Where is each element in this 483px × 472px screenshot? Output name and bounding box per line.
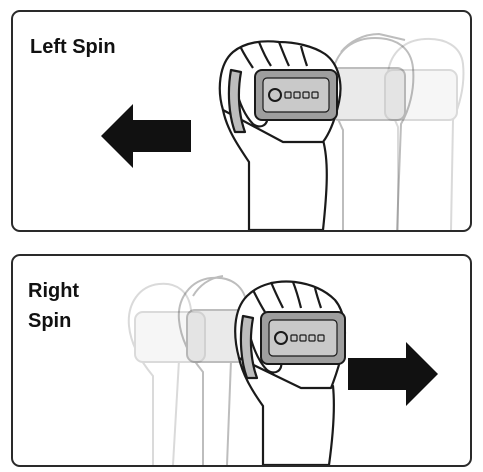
right-arrow-icon <box>348 342 438 406</box>
right-spin-illustration <box>127 275 438 465</box>
left-spin-label: Left Spin <box>30 36 116 58</box>
left-spin-panel: Left Spin <box>11 10 472 232</box>
spin-device-left <box>254 69 338 121</box>
led-indicator <box>302 91 310 99</box>
power-ring-icon <box>268 88 282 102</box>
led-indicator <box>290 334 298 342</box>
led-indicator <box>308 334 316 342</box>
right-spin-label: Right Spin <box>28 280 80 332</box>
ghost-hand-mid <box>330 32 415 230</box>
ghost-hand-far <box>384 37 465 230</box>
led-indicator <box>317 334 325 342</box>
left-arrow-icon <box>101 104 191 168</box>
led-indicator <box>284 91 292 99</box>
led-indicator <box>311 91 319 99</box>
right-spin-panel: Right Spin <box>11 254 472 467</box>
ghost-hand-far <box>127 282 206 465</box>
power-ring-icon <box>274 331 288 345</box>
left-spin-illustration <box>101 32 465 230</box>
spin-device-right <box>260 311 346 365</box>
led-indicator <box>299 334 307 342</box>
led-indicator <box>293 91 301 99</box>
main-hand-right <box>234 280 346 465</box>
